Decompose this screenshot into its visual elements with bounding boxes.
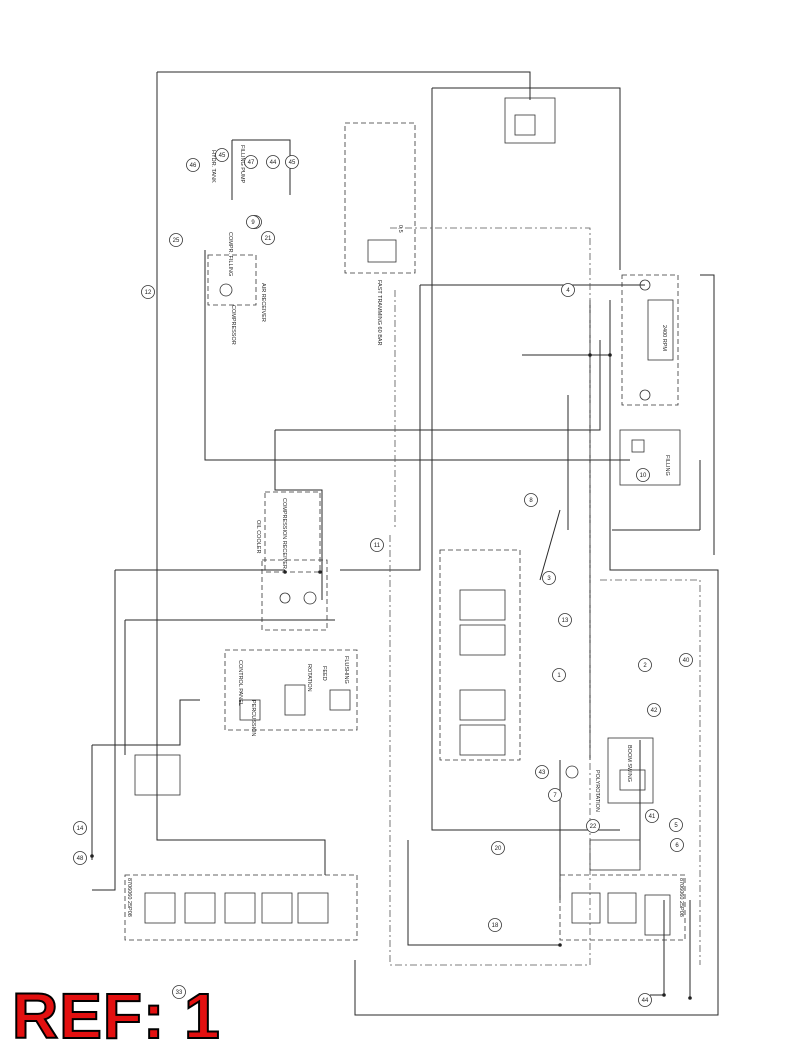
balloon-25 xyxy=(169,233,183,247)
component-labels: HYDR. TANK FILLING PUMP AIR RECEIVER COM… xyxy=(126,145,684,917)
label-boom-swing: BOOM SWING xyxy=(626,745,632,782)
label-pump-rpm: 2400 RPM xyxy=(661,325,667,351)
label-air-receiver: AIR RECEIVER xyxy=(260,283,266,322)
balloon-13 xyxy=(558,613,572,627)
label-fast-tramming: FAST TRAMMING 60 BAR xyxy=(376,280,382,346)
balloon-number: 45 xyxy=(219,153,226,159)
balloon-number: 45 xyxy=(289,160,296,166)
balloon-number: 46 xyxy=(190,163,197,169)
balloon-number: 42 xyxy=(651,708,658,714)
label-poly-rotation: POLYROTATION xyxy=(594,770,600,812)
label-hydraulic-tank: HYDR. TANK xyxy=(210,150,216,183)
balloon-47 xyxy=(244,155,258,169)
balloon-number: 22 xyxy=(590,824,597,830)
balloon-12 xyxy=(141,285,155,299)
pilot-lines xyxy=(389,227,701,966)
balloon-3 xyxy=(542,571,556,585)
balloon-number: 43 xyxy=(539,770,546,776)
balloon-10 xyxy=(636,468,650,482)
balloon-45 xyxy=(285,155,299,169)
label-oil-cooler: OIL COOLER xyxy=(255,520,261,553)
balloon-1 xyxy=(552,668,566,682)
balloon-5 xyxy=(669,818,683,832)
balloon-number: 10 xyxy=(640,473,647,479)
balloon-2 xyxy=(638,658,652,672)
label-pressure: 0,5 xyxy=(397,225,403,233)
label-valve-a: 8706060 25P08 xyxy=(126,878,132,917)
balloon-43 xyxy=(535,765,549,779)
balloon-6 xyxy=(670,838,684,852)
balloon-11 xyxy=(370,538,384,552)
reference-label: REF: 1 xyxy=(11,980,221,1052)
balloon-number: 7 xyxy=(553,793,557,799)
balloon-number: 20 xyxy=(495,846,502,852)
balloon-40 xyxy=(679,653,693,667)
components xyxy=(124,97,686,941)
balloon-9 xyxy=(246,215,260,229)
label-compressor-filling: COMPR. FILLING xyxy=(227,232,233,276)
label-feed: FEED xyxy=(321,666,327,681)
balloon-21 xyxy=(261,231,275,245)
balloon-number: 12 xyxy=(145,290,152,296)
label-valve-b: 8706060 25P08 xyxy=(678,878,684,917)
balloon-44 xyxy=(266,155,280,169)
balloon-20 xyxy=(491,841,505,855)
balloon-number: 33 xyxy=(176,990,183,996)
balloon-41 xyxy=(645,809,659,823)
label-rotation: ROTATION xyxy=(306,664,312,692)
label-percussion: PERCUSSION xyxy=(250,700,256,736)
label-compression-receiver: COMPRESSION RECEIVER xyxy=(281,498,287,569)
balloon-7 xyxy=(548,788,562,802)
balloon-number: 11 xyxy=(374,543,381,549)
label-compressor: COMPRESSOR xyxy=(230,305,236,345)
label-flushing: FLUSHING xyxy=(343,656,349,684)
balloon-number: 44 xyxy=(642,998,649,1004)
part-number-balloons: 4645474445462521124113131256784243443314… xyxy=(73,148,693,1007)
label-filling-pump: FILLING PUMP xyxy=(239,145,245,184)
label-control-panel: CONTROL PANEL xyxy=(237,660,243,706)
balloon-number: 44 xyxy=(270,160,277,166)
junctions xyxy=(90,353,692,1000)
balloon-number: 14 xyxy=(77,826,84,832)
balloon-number: 13 xyxy=(562,618,569,624)
label-filling: FILLING xyxy=(664,455,670,476)
balloon-number: 18 xyxy=(492,923,499,929)
balloon-number: 4 xyxy=(566,288,570,294)
balloon-46 xyxy=(186,158,200,172)
balloon-number: 2 xyxy=(643,663,647,669)
balloon-number: 48 xyxy=(77,856,84,862)
balloon-number: 6 xyxy=(675,843,679,849)
balloon-42 xyxy=(647,703,661,717)
balloon-number: 9 xyxy=(251,220,255,226)
balloon-number: 5 xyxy=(674,823,678,829)
balloon-44 xyxy=(638,993,652,1007)
balloon-number: 3 xyxy=(547,576,551,582)
balloon-number: 1 xyxy=(557,673,561,679)
balloon-number: 41 xyxy=(649,814,656,820)
balloon-18 xyxy=(488,918,502,932)
balloon-33 xyxy=(172,985,186,999)
balloon-number: 21 xyxy=(265,236,272,242)
balloon-48 xyxy=(73,851,87,865)
balloon-14 xyxy=(73,821,87,835)
balloon-8 xyxy=(524,493,538,507)
balloon-number: 25 xyxy=(173,238,180,244)
balloon-number: 47 xyxy=(248,160,255,166)
balloon-4 xyxy=(561,283,575,297)
balloon-number: 40 xyxy=(683,658,690,664)
balloon-number: 8 xyxy=(529,498,533,504)
balloon-22 xyxy=(586,819,600,833)
pipe-network xyxy=(91,71,719,1016)
balloon-45 xyxy=(215,148,229,162)
